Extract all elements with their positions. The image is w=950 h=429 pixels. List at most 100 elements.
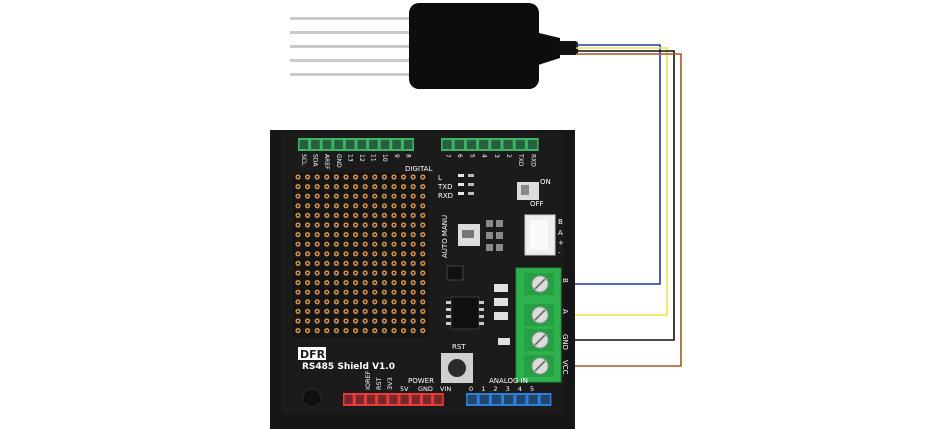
digital-left-socket bbox=[345, 140, 355, 149]
rs485-pin-label: - bbox=[558, 249, 561, 257]
power-socket bbox=[378, 395, 387, 404]
pin-label: GND bbox=[418, 385, 433, 393]
led-label-l: L bbox=[438, 174, 442, 182]
terminal-label: GND bbox=[561, 334, 569, 350]
pin-label: AREF bbox=[323, 154, 330, 170]
digital-left-socket bbox=[403, 140, 413, 149]
power-socket bbox=[344, 395, 353, 404]
pin-label: GND bbox=[335, 154, 342, 168]
wire-blue bbox=[566, 44, 661, 285]
pin-label: RXD bbox=[529, 154, 536, 167]
pin-label: SDA bbox=[312, 154, 319, 167]
digital-left-socket bbox=[322, 140, 332, 149]
pin-label: RST bbox=[375, 377, 383, 390]
digital-right-socket bbox=[479, 140, 489, 149]
sensor-pins bbox=[290, 17, 415, 76]
soil-moisture-sensor bbox=[290, 3, 578, 89]
pin-label: 13 bbox=[346, 154, 353, 162]
power-socket bbox=[366, 395, 376, 404]
digital-left-socket bbox=[369, 140, 378, 149]
digital-right-socket bbox=[515, 140, 525, 149]
analog-socket bbox=[491, 395, 502, 404]
power-socket bbox=[422, 395, 432, 404]
on-label: ON bbox=[540, 178, 551, 186]
pin-label: 3V3 bbox=[386, 377, 394, 390]
digital-right-socket bbox=[491, 140, 501, 149]
status-leds: L TXD RXD bbox=[437, 174, 474, 200]
power-socket bbox=[411, 395, 420, 404]
analog-socket bbox=[528, 395, 538, 404]
wire-black bbox=[566, 50, 675, 341]
pin-label: 4 bbox=[481, 154, 488, 158]
power-socket bbox=[389, 395, 398, 404]
digital-right-socket bbox=[466, 140, 477, 149]
power-socket bbox=[400, 395, 409, 404]
analog-socket bbox=[504, 395, 514, 404]
rs485-pin-label: A bbox=[558, 229, 563, 237]
pin-label: VIN bbox=[440, 385, 451, 393]
terminal-label: A bbox=[561, 309, 569, 314]
pin-label: 3 bbox=[493, 154, 500, 158]
prototype-area bbox=[293, 172, 429, 338]
power-header bbox=[343, 393, 444, 406]
digital-right-socket bbox=[527, 140, 538, 149]
power-socket bbox=[355, 395, 364, 404]
led-label-txd: TXD bbox=[437, 183, 452, 191]
pin-label: 0 bbox=[469, 385, 473, 393]
digital-right-socket bbox=[503, 140, 513, 149]
wire-brown bbox=[566, 53, 682, 367]
rs485-pin-label: B bbox=[558, 218, 563, 226]
analog-label: ANALOG IN bbox=[489, 377, 528, 385]
reset-button: RST bbox=[441, 343, 473, 383]
digital-left-socket bbox=[392, 140, 401, 149]
rs485-connector: BA + - bbox=[524, 214, 564, 257]
power-socket bbox=[434, 395, 443, 404]
digital-left-socket bbox=[311, 140, 320, 149]
off-label: OFF bbox=[530, 200, 544, 208]
terminal-label: VCC bbox=[561, 360, 569, 375]
mode-switch-label: AUTO MANU bbox=[441, 215, 449, 258]
digital-left-socket bbox=[299, 140, 309, 149]
pin-label: 11 bbox=[370, 154, 377, 162]
digital-right-socket bbox=[442, 140, 452, 149]
prototype-grid bbox=[295, 174, 426, 334]
digital-header-left bbox=[298, 138, 414, 151]
analog-socket bbox=[516, 395, 526, 404]
led-label-rxd: RXD bbox=[438, 192, 453, 200]
pin-label: 2 bbox=[493, 385, 497, 393]
power-switch: ON OFF bbox=[517, 178, 551, 208]
rs485-pin-label: + bbox=[558, 239, 564, 247]
analog-socket bbox=[467, 395, 477, 404]
digital-header-right bbox=[441, 138, 539, 151]
brand-logo: DFROBOT bbox=[298, 347, 360, 361]
digital-left-socket bbox=[334, 140, 343, 149]
mounting-hole bbox=[302, 388, 322, 408]
pin-label: 5V bbox=[400, 385, 409, 393]
digital-left-socket bbox=[357, 140, 367, 149]
sensor-body bbox=[409, 3, 539, 89]
pin-label: 12 bbox=[358, 154, 365, 162]
cable-gland bbox=[535, 32, 560, 66]
board-model: RS485 Shield V1.0 bbox=[302, 362, 395, 372]
pin-label: 3 bbox=[506, 385, 510, 393]
cable-wires bbox=[566, 44, 682, 367]
pin-label: 2 bbox=[505, 154, 512, 158]
pin-label: SCL bbox=[300, 154, 307, 166]
digital-right-socket bbox=[454, 140, 464, 149]
brand-name: DFROBOT bbox=[300, 348, 360, 361]
pin-label: IOREF bbox=[364, 370, 372, 390]
transceiver-chip bbox=[450, 296, 480, 330]
pin-label: 4 bbox=[518, 385, 522, 393]
pin-label: 10 bbox=[381, 154, 388, 162]
pin-label: 9 bbox=[393, 154, 400, 158]
power-label: POWER bbox=[408, 377, 434, 385]
pin-label: 8 bbox=[404, 154, 411, 158]
mode-switch: AUTO MANU bbox=[441, 215, 503, 258]
